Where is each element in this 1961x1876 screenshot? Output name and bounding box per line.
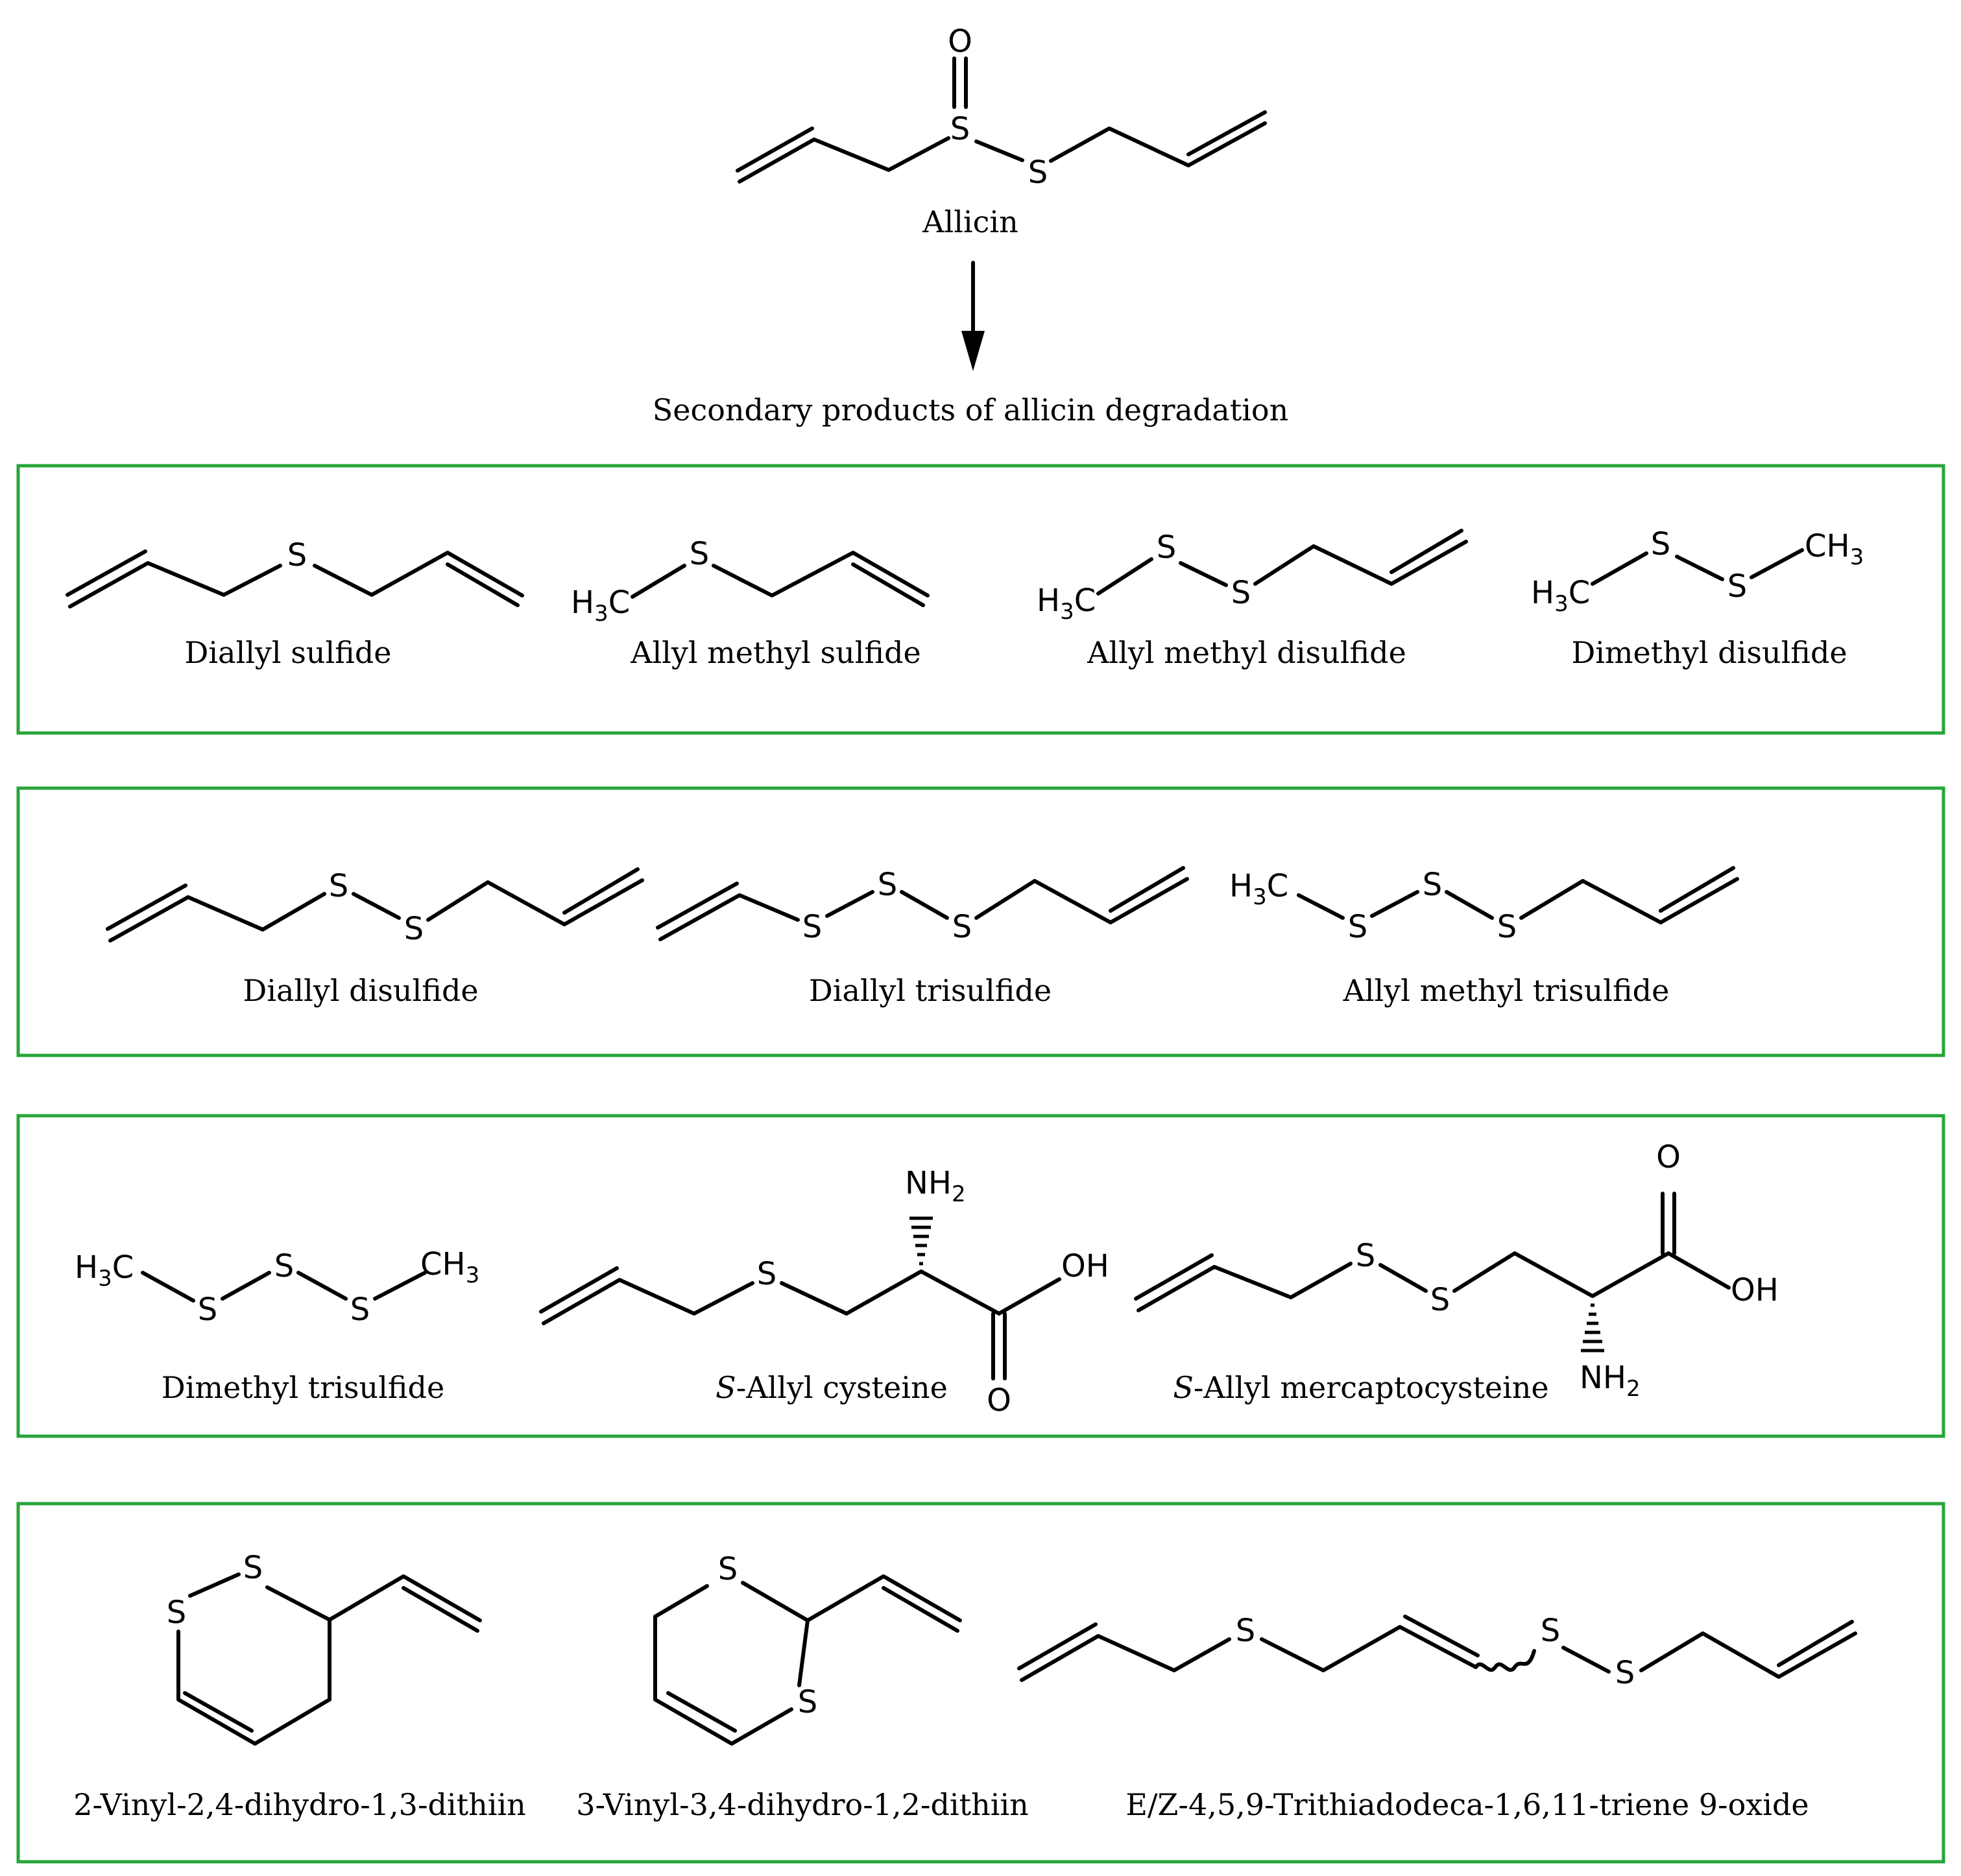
- degradation-arrow: [961, 261, 985, 371]
- svg-text:S: S: [718, 1551, 738, 1587]
- svg-text:S: S: [757, 1256, 776, 1292]
- allyl-methyl-sulfide-structure: H3C S: [571, 536, 930, 627]
- compound-label: Allyl methyl disulfide: [1087, 635, 1406, 670]
- compound-label: Diallyl disulfide: [243, 973, 478, 1008]
- svg-text:S: S: [878, 867, 897, 903]
- svg-text:S: S: [1231, 575, 1251, 611]
- svg-text:S: S: [167, 1594, 186, 1631]
- diallyl-sulfide-structure: S: [66, 537, 524, 608]
- allicin-s1: S: [950, 111, 970, 147]
- compound-label: E/Z-4,5,9-Trithiadodeca-1,6,11-triene 9-…: [1125, 1787, 1809, 1822]
- compound-label: S-Allyl cysteine: [716, 1370, 948, 1405]
- compound-label: 3-Vinyl-3,4-dihydro-1,2-dithiin: [576, 1787, 1029, 1822]
- svg-text:S: S: [1236, 1613, 1255, 1649]
- svg-text:S: S: [798, 1684, 817, 1720]
- methyl-h3c: H3C: [1531, 575, 1590, 617]
- trithiadodecatriene-structure: S S S: [1017, 1613, 1857, 1691]
- diallyl-disulfide-structure: S S: [106, 867, 644, 947]
- svg-text:S: S: [329, 868, 348, 904]
- allicin-s2: S: [1028, 154, 1048, 191]
- group-box-4: [16, 1502, 1945, 1864]
- vinyl-dithiin-1-structure: S S: [167, 1550, 482, 1746]
- vinyl-dithiin-2-structure: S S: [653, 1551, 962, 1746]
- s-allyl-mercaptocysteine-structure: S S O OH NH2: [1134, 1139, 1779, 1402]
- methyl-h3c: H3C: [1037, 583, 1096, 625]
- dimethyl-disulfide-structure: H3C S S CH3: [1531, 526, 1864, 617]
- dimethyl-trisulfide-structure: H3C S S S CH3: [75, 1246, 479, 1328]
- group-box-3: [16, 1114, 1945, 1438]
- methyl-h3c: H3C: [75, 1249, 134, 1292]
- svg-text:OH: OH: [1731, 1272, 1779, 1308]
- svg-text:S: S: [1423, 867, 1442, 903]
- svg-text:OH: OH: [1061, 1248, 1109, 1284]
- methyl-h3c: H3C: [571, 584, 630, 627]
- svg-text:S: S: [1348, 909, 1367, 945]
- svg-text:S: S: [1651, 526, 1670, 562]
- svg-text:S: S: [1430, 1282, 1450, 1318]
- svg-text:O: O: [1656, 1139, 1681, 1175]
- svg-text:S: S: [1541, 1613, 1560, 1649]
- compound-label: Diallyl sulfide: [184, 635, 391, 670]
- allyl-methyl-disulfide-structure: H3C S S: [1037, 529, 1468, 625]
- svg-text:S: S: [274, 1248, 294, 1284]
- svg-text:S: S: [350, 1292, 370, 1328]
- allicin-structure: S S O: [736, 23, 1267, 191]
- compound-label: Allyl methyl sulfide: [630, 635, 921, 670]
- compound-label: Dimethyl trisulfide: [162, 1370, 444, 1405]
- compound-label: Diallyl trisulfide: [809, 973, 1052, 1008]
- svg-text:S: S: [1615, 1655, 1635, 1691]
- diallyl-trisulfide-structure: S S S: [656, 866, 1189, 945]
- allicin-o: O: [948, 23, 972, 60]
- svg-text:S: S: [802, 909, 822, 945]
- amine-nh2: NH2: [905, 1165, 966, 1207]
- svg-text:S: S: [287, 537, 307, 573]
- compound-label: Allyl methyl trisulfide: [1343, 973, 1670, 1008]
- subtitle: Secondary products of allicin degradatio…: [653, 392, 1289, 427]
- compound-label: S-Allyl mercaptocysteine: [1173, 1370, 1548, 1405]
- allicin-label: Allicin: [922, 204, 1018, 239]
- svg-text:S: S: [952, 909, 972, 945]
- allyl-methyl-trisulfide-structure: H3C S S S: [1229, 866, 1739, 945]
- svg-text:S: S: [1157, 529, 1176, 566]
- svg-text:S: S: [1497, 909, 1517, 945]
- group-box-1: [16, 464, 1945, 735]
- svg-text:S: S: [690, 536, 709, 572]
- svg-text:S: S: [404, 911, 424, 947]
- s-allyl-cysteine-structure: S NH2 OH O: [539, 1165, 1109, 1419]
- group-box-2: [16, 786, 1945, 1057]
- compound-label: Dimethyl disulfide: [1571, 635, 1847, 670]
- svg-text:S: S: [1727, 568, 1747, 605]
- methyl-ch3: CH3: [420, 1246, 479, 1288]
- methyl-ch3: CH3: [1805, 528, 1864, 570]
- svg-text:S: S: [198, 1292, 217, 1328]
- svg-text:S: S: [243, 1550, 263, 1586]
- svg-text:O: O: [987, 1382, 1011, 1419]
- compound-label: 2-Vinyl-2,4-dihydro-1,3-dithiin: [73, 1787, 526, 1822]
- methyl-h3c: H3C: [1229, 868, 1288, 910]
- svg-text:S: S: [1356, 1238, 1375, 1274]
- amine-nh2: NH2: [1580, 1360, 1641, 1402]
